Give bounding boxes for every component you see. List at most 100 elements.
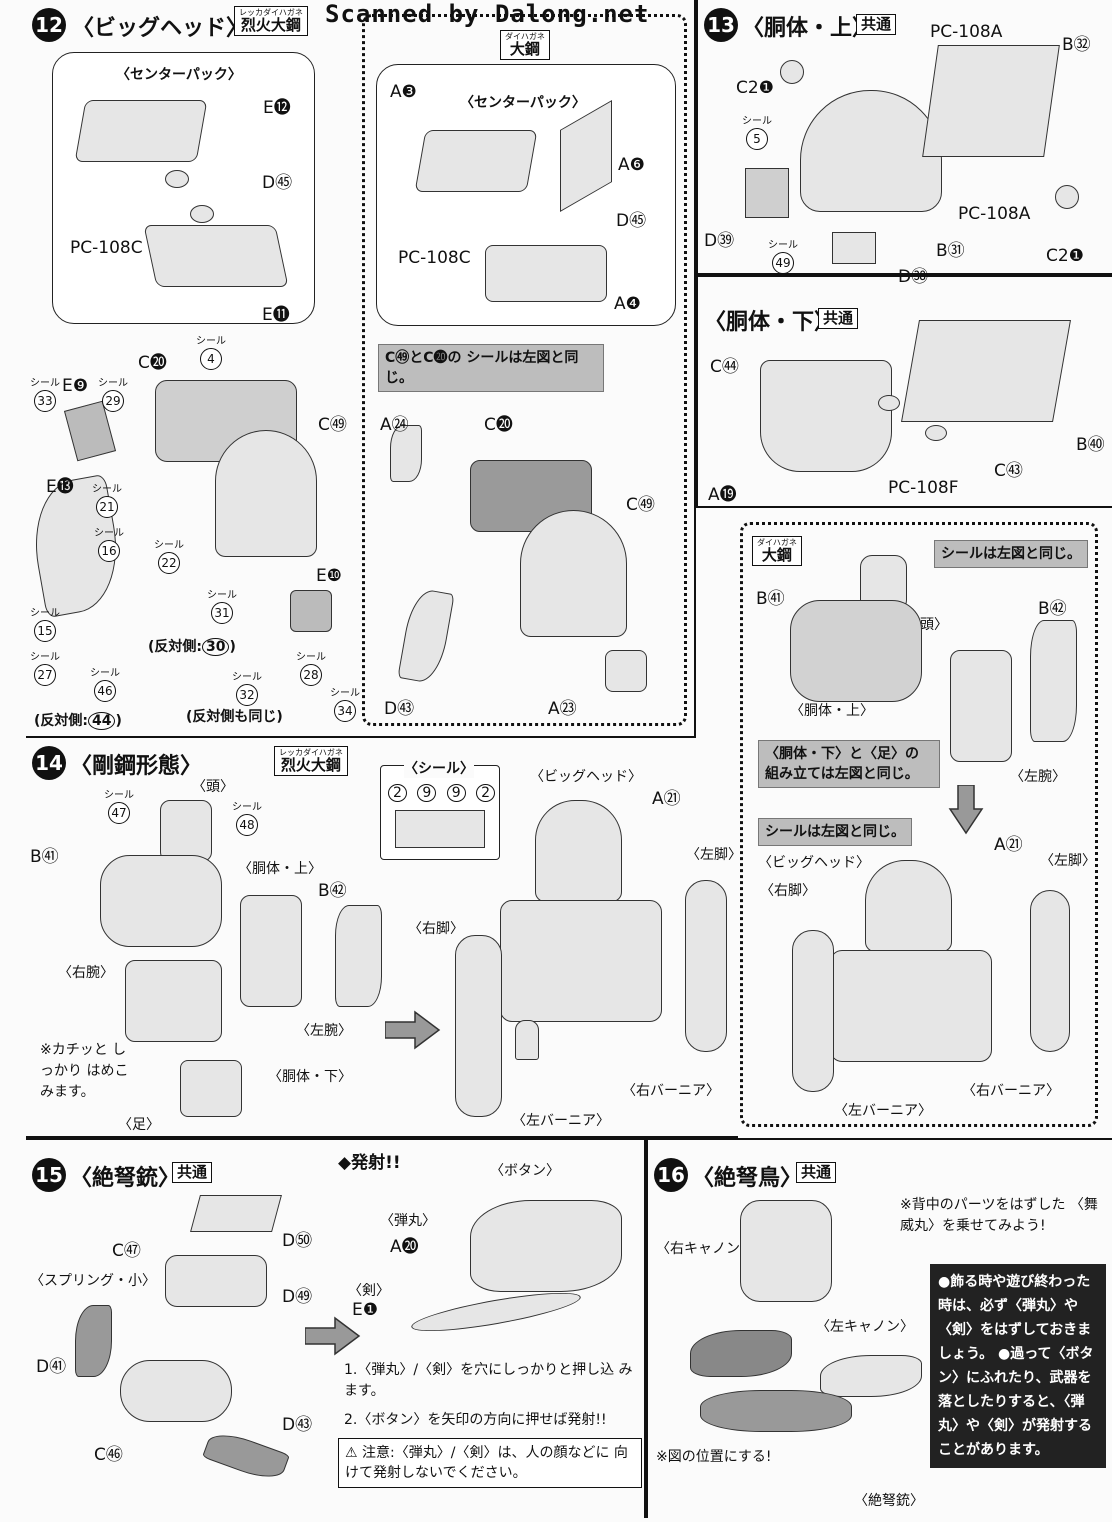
part-c59: C㊾ <box>318 415 347 435</box>
seal-numbers: 2 9 9 2 <box>388 784 496 802</box>
part-e10: E❿ <box>316 566 342 586</box>
part-e9: E❾ <box>62 376 88 396</box>
tag-common-13b: 共通 <box>818 308 859 329</box>
position-note: ※図の位置にする! <box>656 1449 772 1465</box>
part-pc108a: PC-108A <box>930 22 1003 42</box>
part-pc108c-b: PC-108C <box>398 248 471 268</box>
tag-rekka-daihagane-14: レッカダイハガネ 烈火大鋼 <box>274 746 348 776</box>
label-sword: 〈剣〉 <box>348 1283 390 1299</box>
tag-common-16: 共通 <box>796 1162 837 1183</box>
step-number-12: 12 <box>32 8 66 42</box>
label-head-14: 〈頭〉 <box>192 779 234 795</box>
seal-chest-drawing <box>395 810 485 848</box>
left-cannon-drawing <box>820 1355 922 1397</box>
down-arrow-14b <box>948 785 984 835</box>
part-d90-drawing <box>190 1195 282 1232</box>
part-d89: D㊴ <box>704 231 735 251</box>
step-title-16: 〈絶弩鳥〉 <box>692 1166 803 1191</box>
gun-drawing <box>470 1200 622 1292</box>
left-leg-drawing-14b <box>1030 890 1070 1052</box>
part-pc108c: PC-108C <box>70 238 143 258</box>
section-13-lower-frame <box>696 275 1112 508</box>
label-left-arm-14b: 〈左腕〉 <box>1010 769 1066 785</box>
label-right-leg-14b: 〈右脚〉 <box>760 883 816 899</box>
torso-lower-drawing <box>760 360 892 472</box>
label-left-arm-14: 〈左腕〉 <box>296 1023 352 1039</box>
label-torso-lower-14: 〈胴体・下〉 <box>268 1069 352 1085</box>
torso-drawing-14b <box>790 600 922 702</box>
label-big-head-14: 〈ビッグヘッド〉 <box>530 769 642 785</box>
part-b41-b: B㊶ <box>756 589 785 609</box>
next-arrow-15 <box>305 1316 361 1356</box>
part-c60: C⓴ <box>138 353 167 373</box>
tag-daihagane-14: ダイハガネ 大鋼 <box>752 536 802 566</box>
part-a24: A㉔ <box>380 415 409 435</box>
step-number-14: 14 <box>32 746 66 780</box>
step-number-16: 16 <box>654 1158 688 1192</box>
arm-drawing-14b <box>950 650 1012 762</box>
part-e13: E⓭ <box>46 477 74 497</box>
section-12-daihagane <box>362 14 687 726</box>
part-e12: E⓬ <box>263 98 291 118</box>
opposite-30: (反対側:30) <box>148 638 236 656</box>
label-right-arm-14: 〈右腕〉 <box>58 965 114 981</box>
part-c47: C㊼ <box>112 1241 141 1261</box>
seal-note-14b-3: シールは左図と同じ。 <box>758 818 912 846</box>
body-drawing-14 <box>500 900 662 1022</box>
section-14-frame <box>26 738 738 1138</box>
step-title-13-upper: 〈胴体・上〉 <box>742 16 875 41</box>
label-bullet: 〈弾丸〉 <box>380 1213 436 1229</box>
part-d94-drawing <box>165 1255 267 1307</box>
caution-box: ●飾る時や遊び終わった時は、必ず〈弾丸〉や〈剣〉をはずしておきましょう。 ●過っ… <box>930 1264 1106 1468</box>
part-b41: B㊶ <box>30 847 59 867</box>
part-b42-drawing-14 <box>335 905 382 1007</box>
label-left-vernier-14: 〈左バーニア〉 <box>512 1113 610 1129</box>
section-14-daihagane <box>740 522 1098 1127</box>
fire-heading: ◆発射!! <box>338 1153 401 1173</box>
label-foot-14: 〈足〉 <box>118 1117 160 1133</box>
part-c2-2: C2❶ <box>1046 246 1084 266</box>
seal-box-title: 〈シール〉 <box>404 758 474 778</box>
part-c2-1: C2❶ <box>736 78 774 98</box>
label-left-leg-14b: 〈左脚〉 <box>1040 853 1096 869</box>
part-a23-drawing <box>605 650 647 692</box>
label-torso-upper-14: 〈胴体・上〉 <box>238 861 322 877</box>
label-right-vernier-14b: 〈右バーニア〉 <box>962 1083 1060 1099</box>
seal-note-14b-2: 〈胴体・下〉と〈足〉の 組み立ては左図と同じ。 <box>758 740 940 788</box>
part-b32: B㉜ <box>1062 35 1091 55</box>
warning-box: ⚠ 注意:〈弾丸〉/〈剣〉は、人の顔などに 向けて発射しないでください。 <box>338 1438 642 1488</box>
part-c60-b: C⓴ <box>484 415 513 435</box>
next-arrow-14 <box>385 1010 441 1050</box>
label-spring: 〈スプリング・小〉 <box>30 1273 156 1289</box>
seal-note-12b: C㊾とC⓴の シールは左図と同じ。 <box>378 344 604 392</box>
head-drawing <box>215 430 317 557</box>
part-d90: D㊿ <box>282 1231 313 1251</box>
opposite-44: (反対側:44) <box>34 712 122 730</box>
torso-drawing-14 <box>100 855 222 947</box>
part-a3: A❸ <box>390 82 417 102</box>
torso-upper-drawing <box>800 90 942 212</box>
part-a6: A❻ <box>618 155 645 175</box>
part-b42-drawing-14b <box>1030 620 1077 742</box>
label-left-vernier-14b: 〈左バーニア〉 <box>834 1103 932 1119</box>
part-d93: D㊸ <box>282 1415 313 1435</box>
step-2: 2.〈ボタン〉を矢印の方向に押せば発射!! <box>344 1412 607 1428</box>
part-d95: D㊺ <box>262 173 293 193</box>
part-a4: A❹ <box>614 294 641 314</box>
step-1: 1.〈弾丸〉/〈剣〉を穴にしっかりと押し込 みます。 <box>344 1362 633 1399</box>
part-b42-b: B㊷ <box>1038 599 1067 619</box>
part-c65-drawing <box>120 1360 232 1422</box>
label-right-vernier-14: 〈右バーニア〉 <box>622 1083 720 1099</box>
part-d89-drawing <box>745 168 789 218</box>
vernier-drawing-14 <box>515 1020 539 1060</box>
body-drawing-14b <box>830 950 992 1062</box>
